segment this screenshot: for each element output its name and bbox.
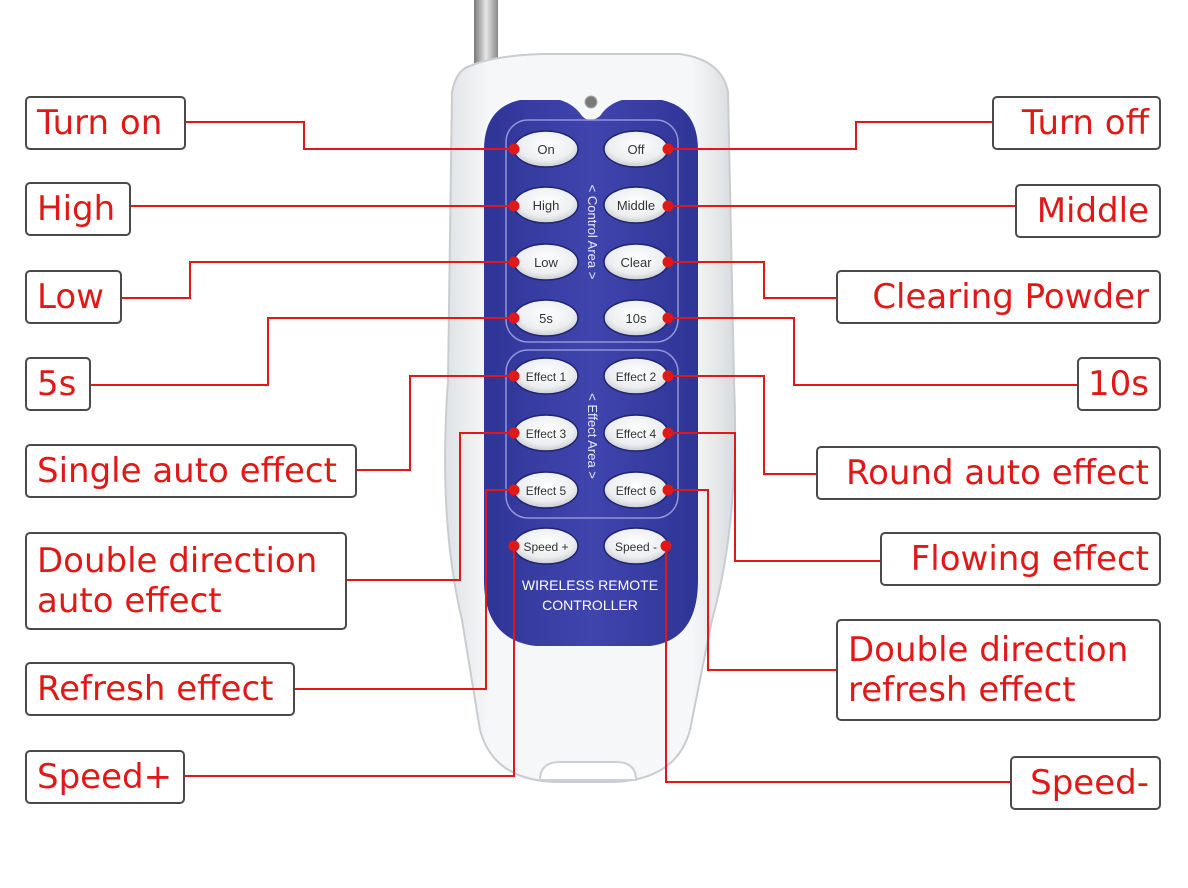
callout-speed-plus: Speed+ (25, 750, 185, 804)
led-indicator (584, 95, 598, 109)
callout-turn-on: Turn on (25, 96, 186, 150)
lanyard-hole (538, 761, 638, 781)
remote-button-speed-minus[interactable]: Speed - (603, 527, 669, 565)
remote-button-s5[interactable]: 5s (513, 299, 579, 337)
leader-dot-clearing-powder (662, 256, 674, 268)
leader-dot-turn-off (662, 143, 674, 155)
remote-button-label: Effect 2 (616, 370, 657, 384)
leader-dot-double-direction-refresh-effect (662, 484, 674, 496)
leader-line-turn-on (186, 121, 514, 150)
remote-button-label: Effect 4 (616, 427, 657, 441)
remote-button-low[interactable]: Low (513, 243, 579, 281)
leader-dot-low (508, 256, 520, 268)
remote-button-label: Speed - (615, 540, 657, 554)
remote-button-speed-plus[interactable]: Speed + (513, 527, 579, 565)
remote-button-off[interactable]: Off (603, 130, 669, 168)
leader-line-double-direction-refresh-effect (668, 489, 836, 671)
callout-speed-minus: Speed- (1010, 756, 1161, 810)
callout-10s: 10s (1077, 357, 1161, 411)
callout-single-auto-effect: Single auto effect (25, 444, 357, 498)
callout-middle: Middle (1015, 184, 1161, 238)
leader-dot-turn-on (508, 143, 520, 155)
remote-button-label: Speed + (523, 540, 568, 554)
leader-line-turn-off (668, 121, 992, 150)
remote-button-effect4[interactable]: Effect 4 (603, 414, 669, 452)
leader-line-round-auto-effect (668, 375, 816, 475)
remote-button-label: Low (534, 255, 558, 270)
remote-button-effect5[interactable]: Effect 5 (513, 471, 579, 509)
control-panel (484, 100, 698, 646)
leader-dot-high (508, 200, 520, 212)
effect-area-label: < Effect Area > (585, 393, 600, 479)
leader-line-10s (668, 317, 1077, 386)
remote-button-label: High (533, 198, 560, 213)
callout-flowing-effect: Flowing effect (880, 532, 1161, 586)
callout-clearing-powder: Clearing Powder (836, 270, 1161, 324)
leader-line-speed-minus (665, 546, 1010, 783)
remote-button-effect6[interactable]: Effect 6 (603, 471, 669, 509)
remote-button-label: On (537, 142, 554, 157)
leader-dot-middle (662, 200, 674, 212)
remote-button-middle[interactable]: Middle (603, 186, 669, 224)
leader-line-single-auto-effect (357, 375, 514, 471)
callout-low: Low (25, 270, 122, 324)
remote-button-label: 5s (539, 311, 553, 326)
leader-dot-single-auto-effect (508, 370, 520, 382)
callout-refresh-effect: Refresh effect (25, 662, 295, 716)
remote-button-effect3[interactable]: Effect 3 (513, 414, 579, 452)
leader-dot-speed-minus (660, 540, 672, 552)
remote-button-label: Effect 5 (526, 484, 567, 498)
brand-line-2: CONTROLLER (542, 597, 638, 613)
remote-button-label: Effect 1 (526, 370, 567, 384)
leader-line-flowing-effect (668, 432, 880, 562)
leader-dot-speed-plus (508, 540, 520, 552)
leader-dot-refresh-effect (508, 484, 520, 496)
callout-high: High (25, 182, 131, 236)
remote-button-label: 10s (626, 311, 647, 326)
remote-button-label: Effect 3 (526, 427, 567, 441)
leader-dot-flowing-effect (662, 427, 674, 439)
remote-button-label: Clear (620, 255, 652, 270)
remote-button-effect2[interactable]: Effect 2 (603, 357, 669, 395)
leader-dot-5s (508, 312, 520, 324)
remote-button-label: Off (627, 142, 644, 157)
callout-turn-off: Turn off (992, 96, 1161, 150)
callout-double-direction-refresh-effect: Double direction refresh effect (836, 619, 1161, 721)
leader-line-refresh-effect (295, 489, 514, 690)
leader-line-speed-plus (185, 546, 515, 777)
leader-dot-10s (662, 312, 674, 324)
leader-line-clearing-powder (668, 261, 836, 299)
leader-line-double-direction-auto-effect (347, 432, 514, 581)
callout-double-direction-auto-effect: Double direction auto effect (25, 532, 347, 630)
leader-dot-double-direction-auto-effect (508, 427, 520, 439)
remote-button-label: Effect 6 (616, 484, 657, 498)
remote-button-high[interactable]: High (513, 186, 579, 224)
remote-button-s10[interactable]: 10s (603, 299, 669, 337)
control-area-frame (505, 119, 679, 343)
control-area-label: < Control Area > (585, 185, 600, 280)
leader-dot-round-auto-effect (662, 370, 674, 382)
remote-button-label: Middle (617, 198, 655, 213)
callout-5s: 5s (25, 357, 91, 411)
remote-button-effect1[interactable]: Effect 1 (513, 357, 579, 395)
leader-line-low (122, 261, 514, 299)
leader-line-5s (91, 317, 514, 386)
callout-round-auto-effect: Round auto effect (816, 446, 1161, 500)
remote-button-clear[interactable]: Clear (603, 243, 669, 281)
brand-line-1: WIRELESS REMOTE (522, 577, 658, 593)
remote-button-on[interactable]: On (513, 130, 579, 168)
